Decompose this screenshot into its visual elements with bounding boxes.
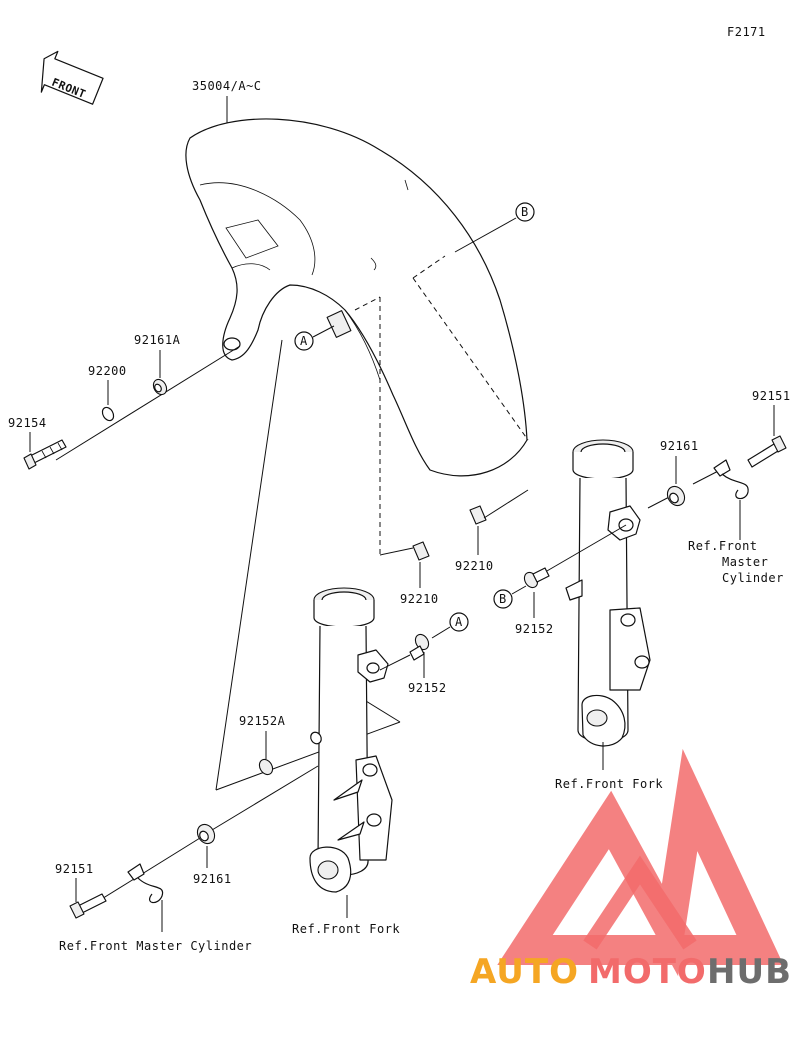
collar-92161-left-icon xyxy=(196,823,216,845)
watermark-text: AUTO MOTO HUB xyxy=(470,952,792,992)
label-92161-left: 92161 xyxy=(193,872,232,886)
clip-92210-center-icon xyxy=(379,541,430,561)
callout-a-fender: A xyxy=(294,325,335,351)
svg-text:A: A xyxy=(455,615,463,629)
bolt-92152-center-icon xyxy=(379,633,430,671)
left-axis-line xyxy=(55,345,241,461)
front-fender xyxy=(185,118,528,477)
label-92161-right: 92161 xyxy=(660,439,699,453)
label-92154: 92154 xyxy=(8,416,47,430)
callout-b-fork: B xyxy=(493,585,527,609)
bolt-92152-right-icon xyxy=(523,567,550,589)
front-arrow-icon xyxy=(40,50,104,105)
bolt-92154-icon xyxy=(23,439,67,470)
ref-mc-right-2: Master xyxy=(722,555,768,569)
label-92152-right: 92152 xyxy=(515,622,554,636)
diagram-code: F2171 xyxy=(727,25,766,39)
ref-fork-left: Ref.Front Fork xyxy=(292,922,400,936)
fender-to-fork-line-2 xyxy=(215,721,401,791)
watermark-auto: AUTO xyxy=(470,952,579,992)
collar-92161A-icon xyxy=(152,378,168,396)
left-axis-line-lower-2 xyxy=(211,765,319,831)
watermark-moto: MOTO xyxy=(588,952,707,992)
fender-dash-2 xyxy=(412,277,529,441)
fender-to-fork-line-1 xyxy=(215,339,283,791)
ref-mc-left: Ref.Front Master Cylinder xyxy=(59,939,252,953)
label-92200: 92200 xyxy=(88,364,127,378)
label-92210-right: 92210 xyxy=(455,559,494,573)
fender-dash-1 xyxy=(412,255,446,279)
label-92210-center: 92210 xyxy=(400,592,439,606)
bolt-92151-left-icon xyxy=(69,893,107,919)
label-92152A: 92152A xyxy=(239,714,286,728)
right-axis-line-1 xyxy=(539,524,627,576)
collar-92161-right-icon xyxy=(666,485,686,507)
label-92152-center: 92152 xyxy=(408,681,447,695)
watermark-inner-icon xyxy=(583,855,697,950)
svg-text:B: B xyxy=(521,205,529,219)
left-front-fork xyxy=(309,587,393,893)
callout-a-fork: A xyxy=(431,612,469,639)
label-92151-left: 92151 xyxy=(55,862,94,876)
master-cylinder-clamp-right-icon xyxy=(713,459,749,500)
watermark-logo xyxy=(497,748,784,977)
label-92161A: 92161A xyxy=(134,333,181,347)
watermark-hub: HUB xyxy=(707,952,792,992)
svg-text:A: A xyxy=(300,334,308,348)
ref-fork-right: Ref.Front Fork xyxy=(555,777,663,791)
callout-b-fender: B xyxy=(454,202,535,253)
left-axis-line-lower-1 xyxy=(91,837,201,906)
bolt-92152A-icon xyxy=(258,731,322,776)
watermark-triangle-icon xyxy=(497,748,784,977)
ref-mc-right-1: Ref.Front xyxy=(688,539,758,553)
master-cylinder-clamp-left-icon xyxy=(127,863,164,904)
label-92151-right: 92151 xyxy=(752,389,791,403)
bolt-92151-right-icon xyxy=(747,435,787,468)
washer-92200-icon xyxy=(101,406,115,422)
fender-part-number: 35004/A~C xyxy=(192,79,262,93)
fender-dash-3 xyxy=(354,296,381,311)
svg-text:B: B xyxy=(499,592,507,606)
clip-92210-right-icon xyxy=(469,489,529,525)
ref-mc-right-3: Cylinder xyxy=(722,571,784,585)
right-front-fork xyxy=(565,439,651,747)
